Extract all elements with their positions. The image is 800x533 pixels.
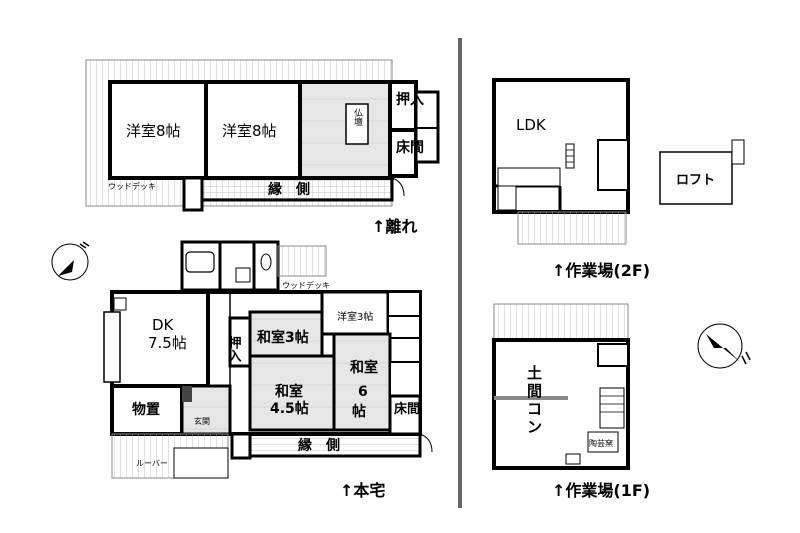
- washbasin: [235, 267, 251, 283]
- balcony-2f: [517, 211, 627, 245]
- genkan-label: 玄関: [194, 416, 210, 426]
- dk-label: DK: [152, 316, 175, 334]
- washitsu6-label-b: 6: [358, 384, 368, 400]
- hanare-yoshitsu-label-a: 洋室8帖: [126, 122, 181, 140]
- hanare-plan: 洋室8帖 洋室8帖 仏壇 押入 床間 縁 側 ウッドデッキ ↑離れ: [85, 59, 440, 236]
- workshop-1f-plan: 土 間 コ ン 陶芸窯 ↑作業場(1F): [492, 303, 650, 500]
- honsha-plan: ウッドデッキ DK: [103, 240, 433, 500]
- doma-label-c: コ: [527, 400, 542, 418]
- washitsu6-label-a: 和室: [350, 359, 378, 376]
- eave-1f: [493, 303, 629, 345]
- dk-size-label: 7.5帖: [148, 334, 187, 352]
- kiln-label: 陶芸窯: [589, 438, 613, 448]
- hanare-yoshitsu-label-b: 洋室8帖: [222, 122, 277, 140]
- ldk-label: LDK: [516, 116, 547, 134]
- honsha-deck-label: ウッドデッキ: [282, 280, 330, 290]
- honsha-engawa-label: 縁 側: [298, 437, 340, 454]
- workshop-2f-caption: ↑作業場(2F): [552, 261, 650, 280]
- washitsu45-label-a: 和室: [275, 383, 303, 400]
- hanare-tokonoma-label: 床間: [396, 139, 424, 156]
- louver-label: ルーバー: [136, 459, 168, 468]
- doma-label-d: ン: [527, 418, 542, 436]
- honsha-tokonoma-label: 床間: [394, 401, 420, 417]
- doma-label-b: 間: [527, 382, 542, 400]
- hanare-deck-label: ウッドデッキ: [108, 181, 156, 191]
- washitsu6-label-c: 帖: [352, 403, 366, 420]
- hanare-caption: ↑離れ: [372, 217, 417, 236]
- workshop-2f-plan: LDK ロフト ↑作業場(2F): [492, 78, 745, 280]
- washitsu45-label-b: 4.5帖: [270, 400, 309, 417]
- honsha-caption: ↑本宅: [340, 481, 385, 500]
- kiln-box: [587, 431, 619, 453]
- washitsu3-label: 和室3帖: [257, 329, 309, 346]
- honsha-oshiire-label: 押入: [226, 335, 242, 362]
- honsha-upper-deck: [277, 245, 327, 277]
- workshop-1f-caption: ↑作業場(1F): [552, 481, 650, 500]
- monooki-label: 物置: [132, 401, 160, 418]
- kitchen-counter: [103, 311, 121, 383]
- butsudan: [345, 103, 369, 145]
- butsudan-label: 仏壇: [352, 108, 363, 126]
- north-arrow-icon: [51, 241, 90, 281]
- north-arrow-icon: [697, 323, 751, 369]
- yoshitsu3-label: 洋室3帖: [337, 310, 373, 323]
- bathtub: [185, 251, 215, 273]
- hanare-oshiire-label: 押入: [396, 91, 424, 108]
- doma-label-a: 土: [527, 364, 542, 382]
- hanare-engawa-label: 縁 側: [268, 181, 310, 198]
- butsudan-room: [300, 84, 390, 176]
- loft-label: ロフト: [676, 173, 715, 188]
- kitchen-unit-2f: [497, 167, 561, 187]
- toilet: [260, 253, 272, 271]
